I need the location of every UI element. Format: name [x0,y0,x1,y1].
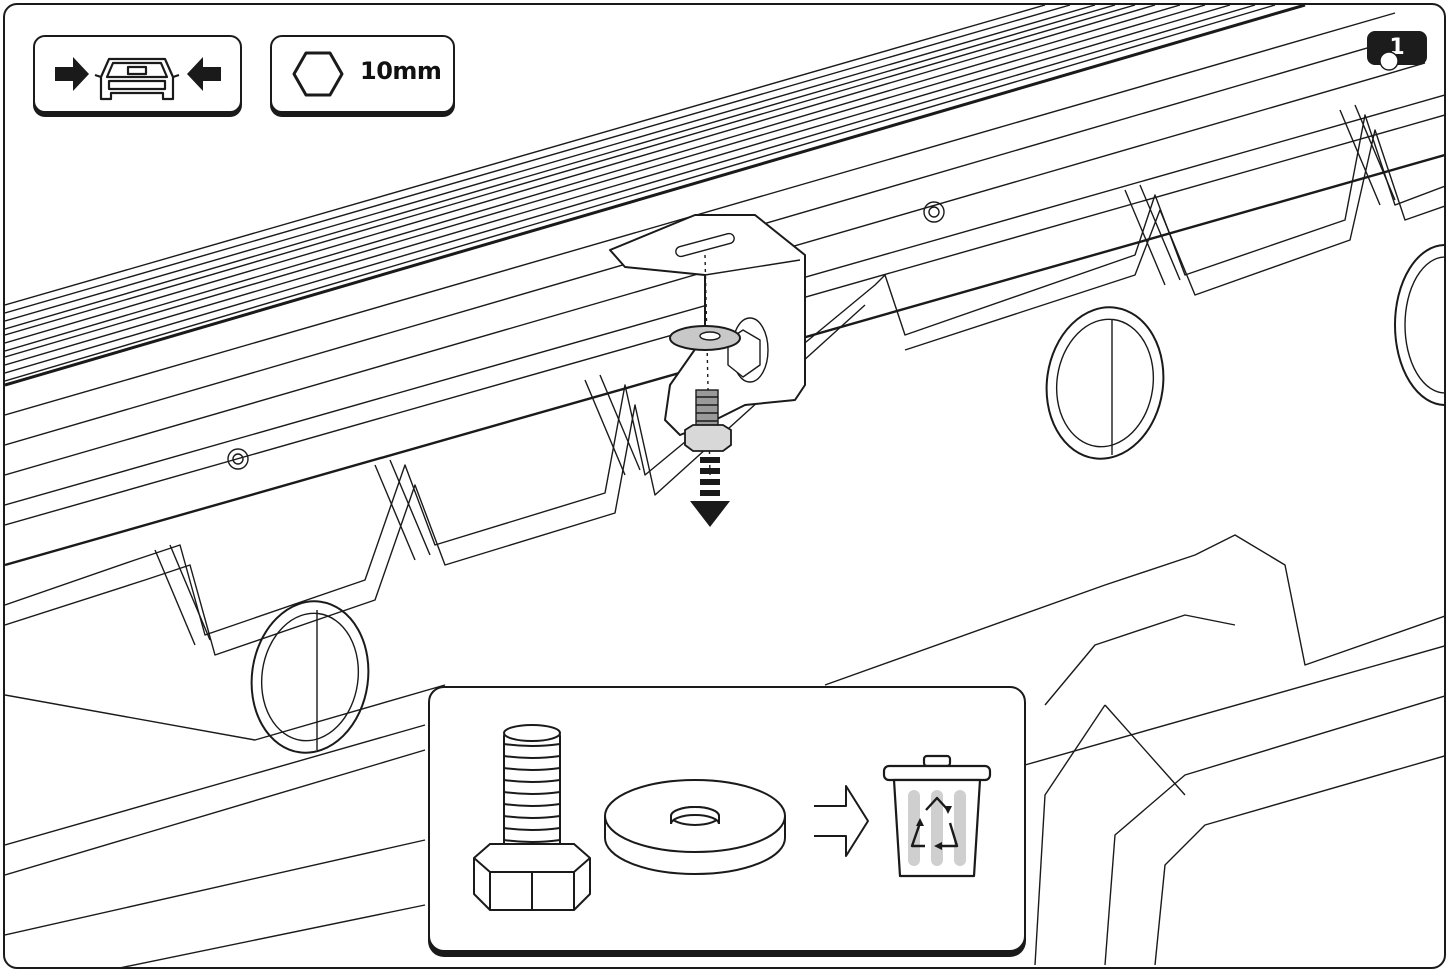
rail-lines [5,5,1276,382]
bolt-in-scene [684,389,732,452]
illustration-frame: 10mm 1 [3,3,1446,969]
hex-socket-icon [292,51,344,97]
screw-head-detail [1379,51,1399,71]
tool-size-label: 10mm [360,57,442,85]
arrow-right-icon [55,57,89,91]
arrow-left-icon [187,57,221,91]
recycle-bin-icon [882,754,992,878]
tailgate-scene [5,5,1444,967]
tool-badge: 10mm [270,35,455,113]
washer-icon [604,779,786,875]
remove-arrow [690,457,730,527]
bolt-icon [473,724,591,911]
direction-badge [33,35,242,113]
disposal-inset [428,686,1026,952]
vehicle-front-icon [94,57,180,101]
arrow-right-outline-icon [814,785,869,857]
